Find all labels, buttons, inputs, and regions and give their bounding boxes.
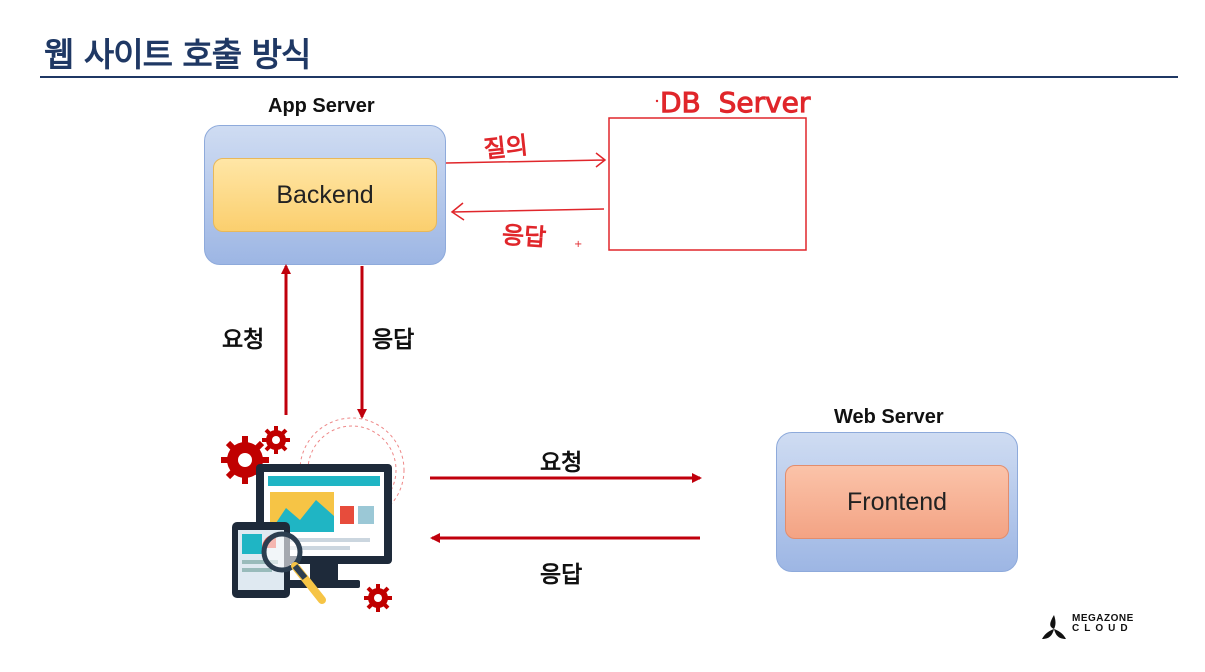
- horizontal-response-label: 응답: [540, 562, 583, 588]
- client-computer-illustration: [221, 417, 405, 612]
- vertical-response-label: 응답: [372, 327, 415, 353]
- megazone-logo-icon: [1042, 615, 1066, 639]
- app-server-label: App Server: [268, 95, 375, 117]
- backend-box: Backend: [213, 158, 437, 232]
- logo-line2: CLOUD: [1072, 623, 1133, 634]
- query-handwritten-label: 질의: [482, 131, 529, 163]
- web-server-box: Frontend: [776, 432, 1018, 572]
- horizontal-request-label: 요청: [540, 450, 583, 476]
- logo-line1: MEGAZONE: [1072, 613, 1134, 624]
- stray-mark: +: [574, 239, 582, 250]
- web-server-label: Web Server: [834, 406, 944, 428]
- frontend-box: Frontend: [785, 465, 1009, 539]
- title-underline: [40, 76, 1178, 78]
- db-server-label: DB Server: [660, 86, 811, 119]
- vertical-request-label: 요청: [222, 327, 265, 353]
- db-server-box: [608, 117, 807, 251]
- megazone-logo: MEGAZONE CLOUD: [1072, 614, 1134, 634]
- page-title: 웹 사이트 호출 방식: [44, 35, 311, 74]
- response-arrow-db: [450, 202, 605, 221]
- db-server-dot: [655, 99, 659, 103]
- app-server-box: Backend: [204, 125, 446, 265]
- bottom-gear-icon: [364, 584, 392, 612]
- small-gear-icon: [262, 426, 290, 454]
- query-arrow: [445, 152, 607, 168]
- response-handwritten-label: 응답: [501, 221, 547, 252]
